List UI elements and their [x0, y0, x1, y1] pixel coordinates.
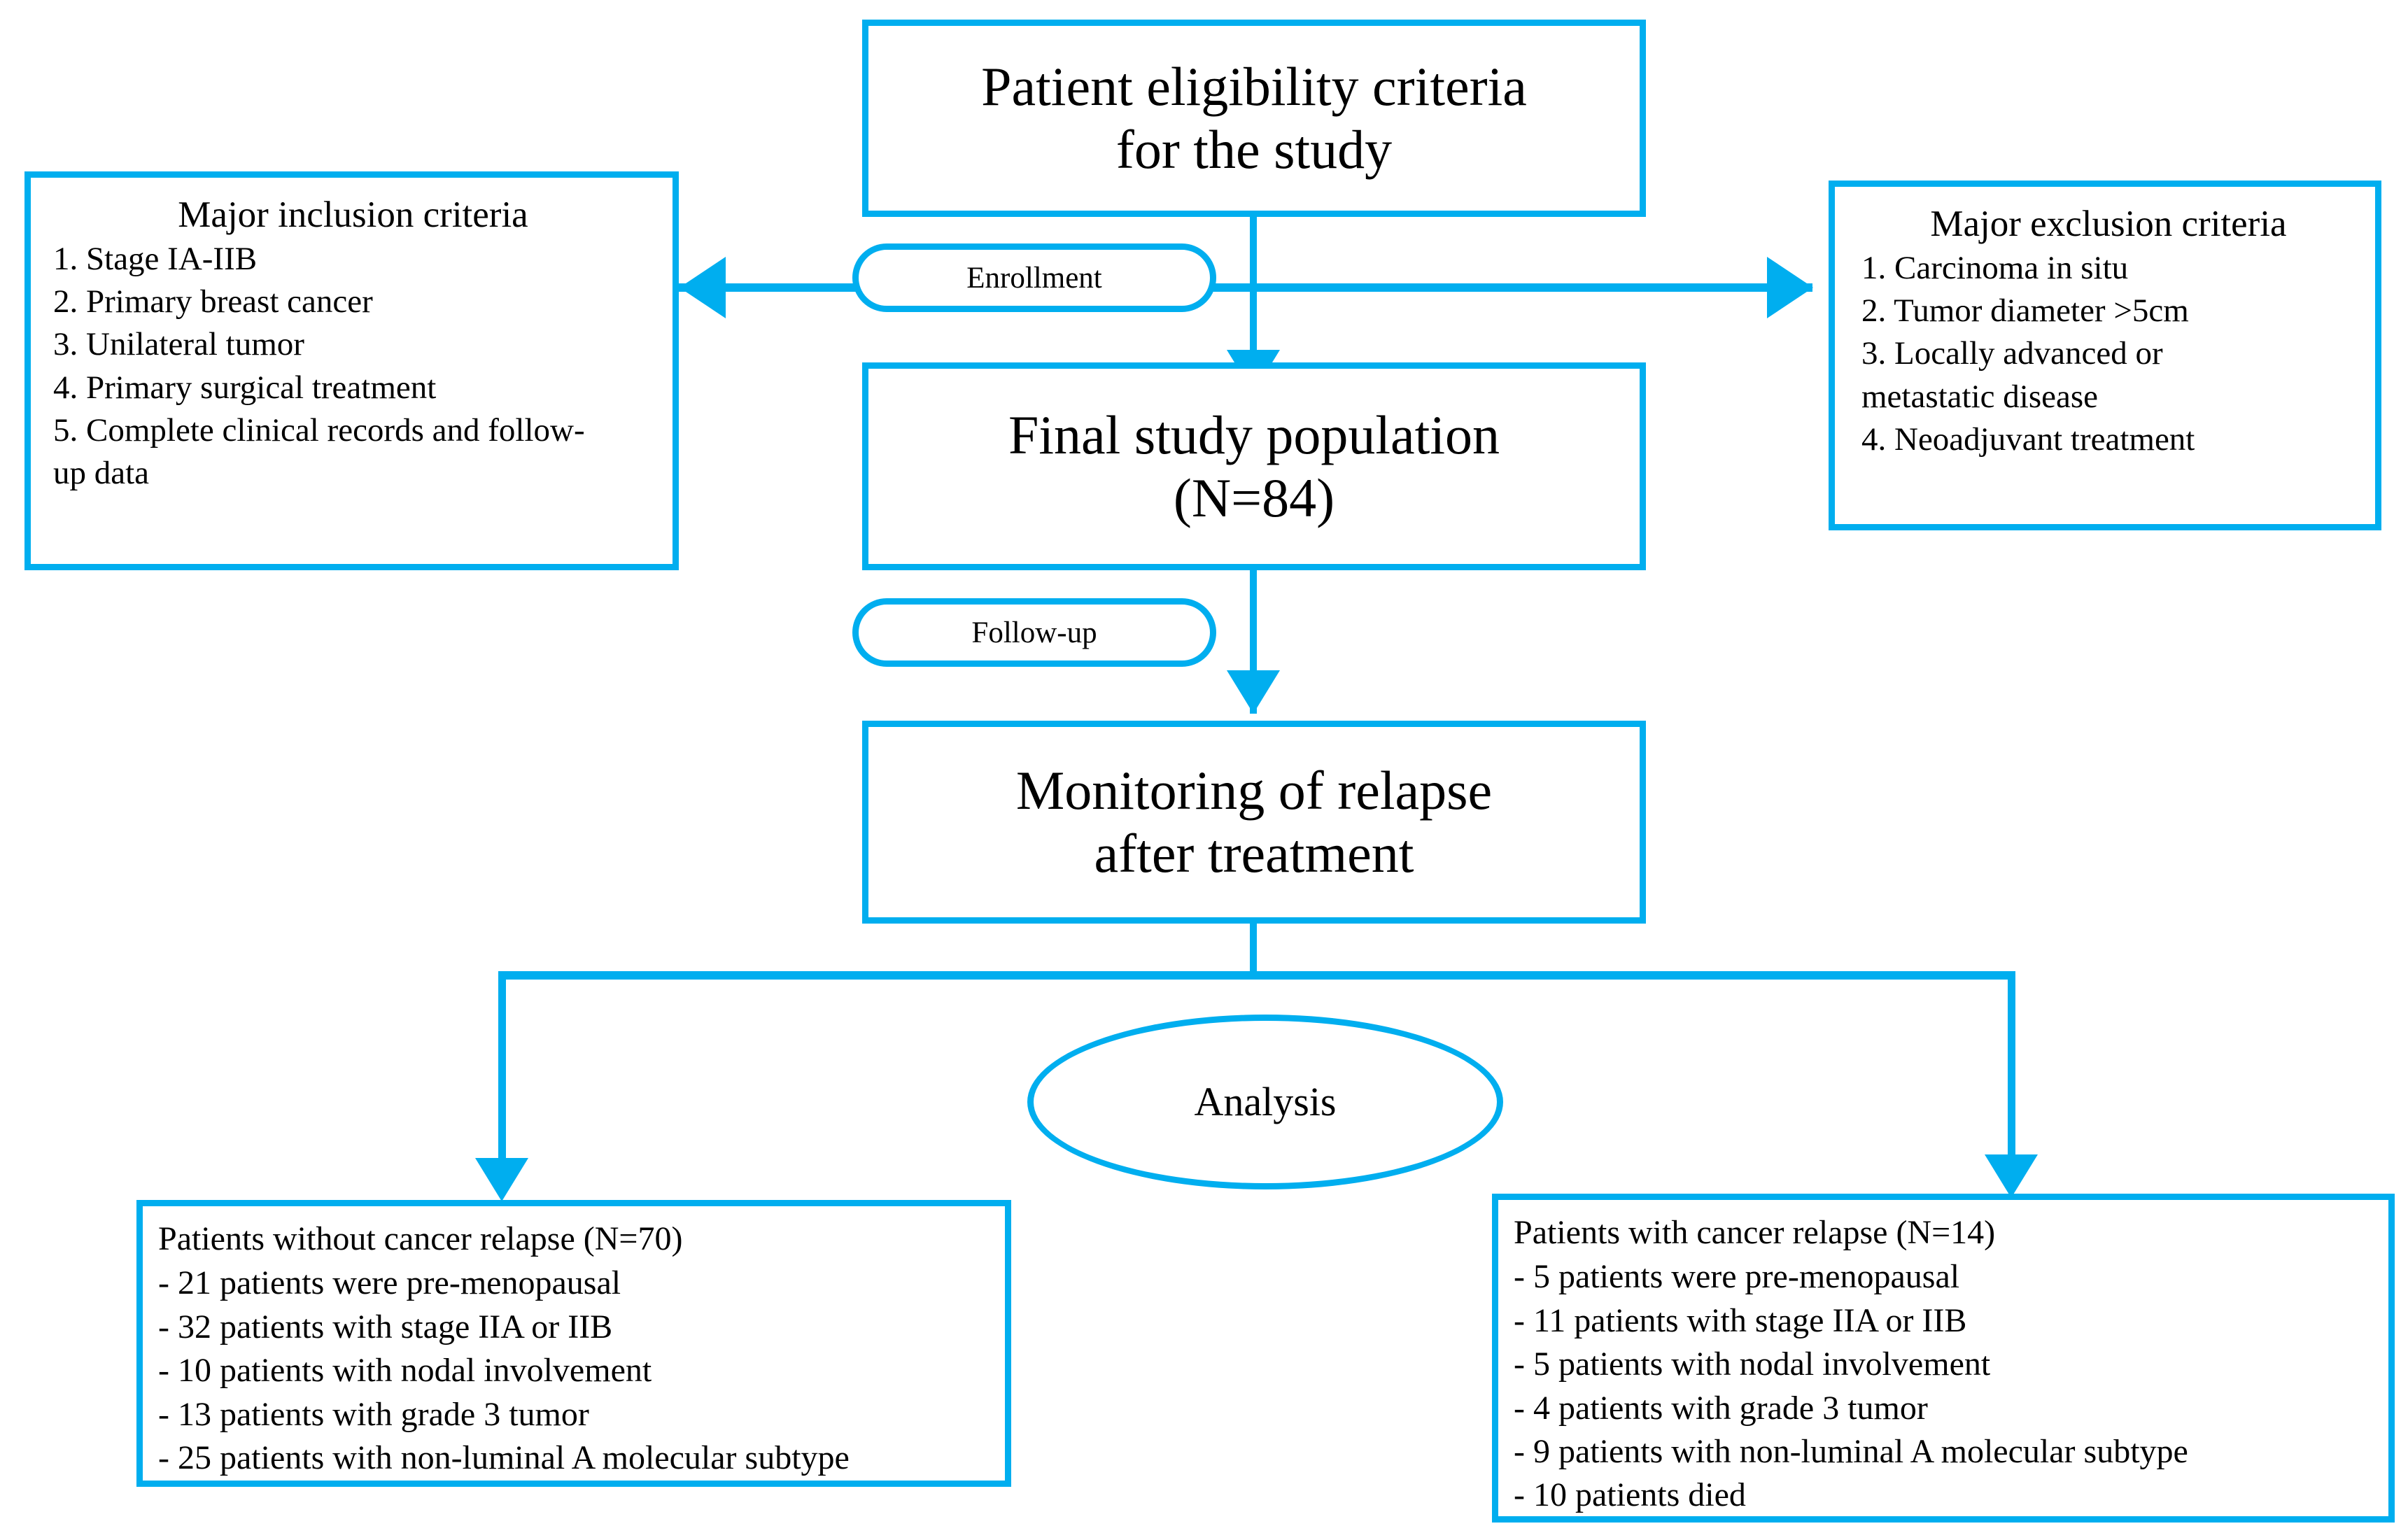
no-relapse-item: - 25 patients with non-luminal A molecul… — [158, 1439, 850, 1476]
analysis-label: Analysis — [1194, 1079, 1337, 1124]
arrow-to-relapse-group — [1985, 1154, 2038, 1198]
arrow-to-no-relapse-group — [475, 1158, 528, 1201]
final-population-line-1: Final study population — [1008, 404, 1500, 465]
arrow-to-inclusion-criteria — [680, 257, 726, 318]
inclusion-item: 5. Complete clinical records and follow- — [53, 411, 585, 448]
eligibility-line-2: for the study — [1115, 119, 1393, 180]
no-relapse-item: - 13 patients with grade 3 tumor — [158, 1395, 589, 1433]
connector-branch-left-down — [498, 971, 506, 1174]
no-relapse-item: - 21 patients were pre-menopausal — [158, 1264, 621, 1302]
connector-analysis-split-bar — [498, 971, 2015, 980]
relapse-item: - 4 patients with grade 3 tumor — [1514, 1389, 1928, 1427]
no-relapse-item: - 32 patients with stage IIA or IIB — [158, 1308, 613, 1345]
arrow-to-monitoring — [1227, 670, 1280, 714]
stage-label-enrollment: Enrollment — [852, 243, 1216, 312]
monitoring-line-1: Monitoring of relapse — [1015, 760, 1493, 821]
node-final-study-population: Final study population (N=84) — [862, 362, 1646, 570]
exclusion-criteria-title: Major exclusion criteria — [1930, 204, 2287, 244]
relapse-title: Patients with cancer relapse (N=14) — [1514, 1214, 1996, 1251]
inclusion-item: 4. Primary surgical treatment — [53, 369, 437, 406]
relapse-item: - 10 patients died — [1514, 1476, 1746, 1514]
node-patient-eligibility: Patient eligibility criteria for the stu… — [862, 20, 1646, 217]
node-final-study-population-text: Final study population (N=84) — [868, 369, 1640, 564]
exclusion-item: 4. Neoadjuvant treatment — [1861, 421, 2195, 458]
relapse-item: - 9 patients with non-luminal A molecula… — [1514, 1433, 2188, 1470]
exclusion-item: metastatic disease — [1861, 378, 2098, 415]
stage-label-analysis: Analysis — [1027, 1015, 1503, 1189]
exclusion-item: 3. Locally advanced or — [1861, 335, 2163, 372]
connector-final-to-monitoring — [1250, 570, 1257, 714]
inclusion-criteria-list: 1. Stage IA-IIB 2. Primary breast cancer… — [45, 238, 661, 495]
node-monitoring-of-relapse: Monitoring of relapse after treatment — [862, 721, 1646, 924]
inclusion-item: up data — [53, 454, 150, 491]
exclusion-criteria-list: 1. Carcinoma in situ 2. Tumor diameter >… — [1853, 247, 2364, 460]
relapse-item: - 5 patients with nodal involvement — [1514, 1345, 1991, 1383]
no-relapse-item: - 10 patients with nodal involvement — [158, 1352, 652, 1390]
node-monitoring-text: Monitoring of relapse after treatment — [868, 727, 1640, 917]
follow-up-label: Follow-up — [971, 616, 1097, 649]
node-major-inclusion-criteria: Major inclusion criteria 1. Stage IA-IIB… — [24, 171, 679, 570]
relapse-item: - 5 patients were pre-menopausal — [1514, 1258, 1960, 1296]
exclusion-item: 2. Tumor diameter >5cm — [1861, 292, 2189, 330]
stage-label-follow-up: Follow-up — [852, 598, 1216, 667]
eligibility-line-1: Patient eligibility criteria — [981, 56, 1527, 118]
node-patients-without-relapse: Patients without cancer relapse (N=70) -… — [136, 1200, 1011, 1487]
monitoring-line-2: after treatment — [1094, 823, 1414, 884]
final-population-line-2: (N=84) — [1173, 467, 1335, 528]
no-relapse-list: - 21 patients were pre-menopausal - 32 p… — [158, 1262, 998, 1480]
inclusion-item: 1. Stage IA-IIB — [53, 241, 258, 278]
connector-to-final-population — [1250, 283, 1257, 360]
enrollment-label: Enrollment — [966, 261, 1102, 295]
connector-monitoring-down — [1250, 924, 1257, 978]
connector-criteria-horizontal — [679, 283, 1812, 292]
connector-eligibility-down — [1250, 217, 1257, 294]
node-patient-eligibility-text: Patient eligibility criteria for the stu… — [868, 26, 1640, 211]
connector-branch-right-down — [2008, 971, 2015, 1174]
relapse-item: - 11 patients with stage IIA or IIB — [1514, 1301, 1967, 1339]
arrow-to-exclusion-criteria — [1767, 257, 1813, 318]
no-relapse-title: Patients without cancer relapse (N=70) — [158, 1220, 683, 1257]
node-major-exclusion-criteria: Major exclusion criteria 1. Carcinoma in… — [1829, 181, 2381, 530]
inclusion-criteria-title: Major inclusion criteria — [178, 195, 528, 235]
relapse-list: - 5 patients were pre-menopausal - 11 pa… — [1514, 1255, 2381, 1517]
node-patients-with-relapse: Patients with cancer relapse (N=14) - 5 … — [1492, 1194, 2395, 1523]
exclusion-item: 1. Carcinoma in situ — [1861, 250, 2129, 287]
inclusion-item: 3. Unilateral tumor — [53, 326, 304, 363]
inclusion-item: 2. Primary breast cancer — [53, 283, 373, 320]
